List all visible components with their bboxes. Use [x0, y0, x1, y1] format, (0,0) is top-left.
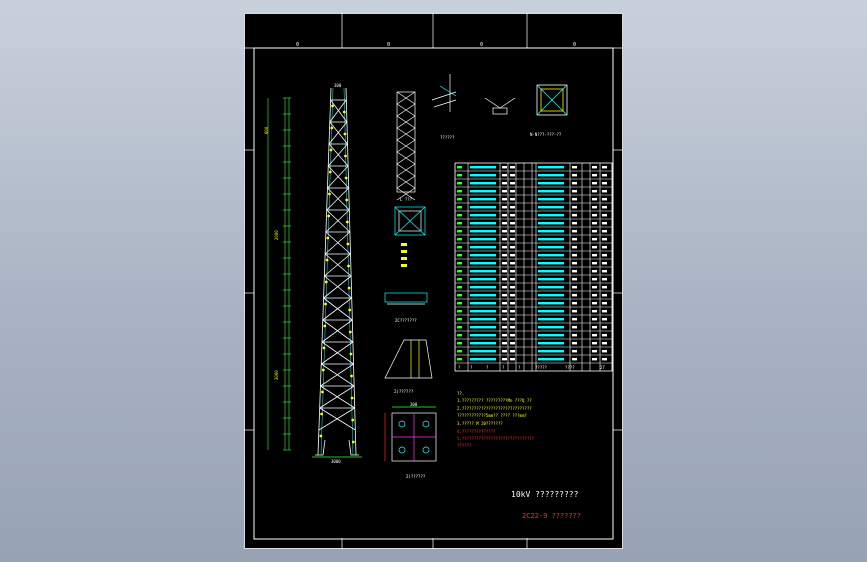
svg-text:????: ???? [565, 365, 575, 370]
note-line-6: 5.?????????????????????????????? [457, 436, 535, 441]
note-line-5: 4.?????????????? [457, 429, 496, 434]
section-label-2: 2C??????? [395, 318, 417, 323]
dim-label-low: 3000 [274, 370, 279, 380]
drawing-title: 10kV ????????? [511, 490, 579, 499]
note-line-2: 2.????????????????????????????? [457, 406, 532, 411]
note-line-3: ????????????5mm?? ???? ???mm? [457, 413, 527, 418]
zone-mark-4: 0 [573, 42, 576, 48]
clamp-detail [431, 74, 457, 112]
svg-text:?????: ????? [535, 365, 548, 370]
dim-label-top: 800 [264, 126, 269, 134]
dim-label-mid: 2000 [274, 230, 279, 240]
svg-text:?: ? [458, 365, 461, 370]
bracket-detail [384, 292, 428, 305]
base-plate [384, 406, 437, 462]
base-plate-dim: 300 [410, 402, 418, 407]
tower-base-label: 3000 [331, 459, 341, 464]
tower-top-detail [396, 91, 416, 201]
svg-text:?: ? [518, 365, 521, 370]
clamp-label: ?????? [440, 135, 455, 140]
svg-text:?: ? [486, 365, 489, 370]
dimension-chain-left [267, 97, 291, 451]
bom-footer: ? ? ? ? ? ????? ???? 27 [458, 365, 605, 370]
pole-section [536, 84, 568, 116]
notes-header: ??. [457, 391, 464, 396]
bom-table [454, 162, 613, 372]
drawing-sheet [244, 13, 623, 549]
zone-mark-1: 0 [296, 42, 299, 48]
svg-text:?: ? [470, 365, 473, 370]
drawing-number: 2C22-9 ??????? [522, 512, 581, 520]
cross-section-plan [394, 206, 426, 236]
tower-top-label: 300 [334, 83, 342, 88]
note-line-7: ?????? [457, 443, 472, 448]
section-label-3: 2(?????? [394, 389, 414, 394]
arm-detail [484, 97, 516, 115]
drawing-frame [244, 13, 622, 549]
section-label-4: 2(?????? [406, 474, 426, 479]
tower-elevation [312, 87, 362, 458]
note-line-4: 3.????? M 20??????? [457, 421, 503, 426]
section-label-1: L ??? [400, 197, 413, 202]
svg-text:?: ? [502, 365, 505, 370]
base-gusset [384, 339, 433, 379]
notes-block: ??. 1.????????? ?????????Mn ???Q ?? 2.??… [457, 391, 535, 448]
note-line-1: 1.????????? ?????????Mn ???Q ?? [457, 398, 532, 403]
svg-text:27: 27 [600, 365, 605, 370]
pole-section-label: N-N???-???-?? [530, 132, 562, 137]
zone-mark-3: 0 [480, 42, 483, 48]
plan-callouts [401, 243, 407, 267]
zone-mark-2: 0 [387, 42, 390, 48]
